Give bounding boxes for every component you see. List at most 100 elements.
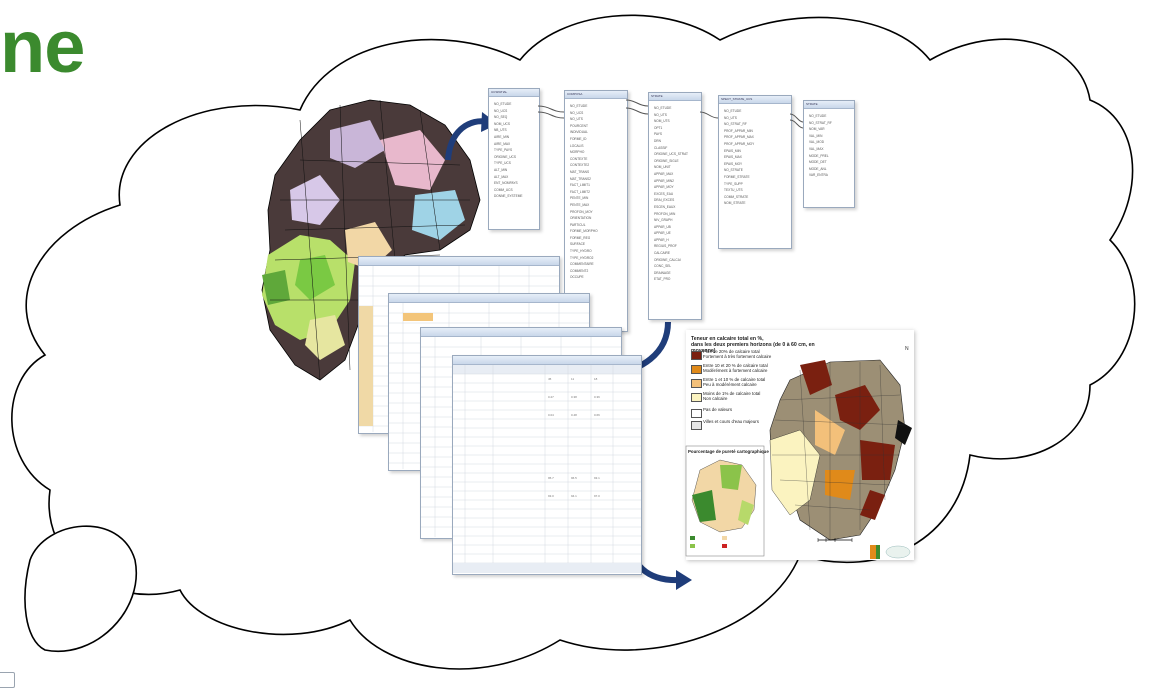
legend-label: Plus de 20% de calcaire total — [703, 349, 760, 354]
db-field: ENT_NOMPAYS — [494, 181, 518, 186]
db-field: NO_STRATE — [724, 168, 743, 173]
db-field: MORPHO — [570, 150, 585, 155]
legend-sublabel: Peu à modérément calcaire — [703, 381, 757, 387]
db-field: PARTICUL — [570, 222, 586, 227]
db-field: APPAR_UB — [654, 224, 671, 229]
db-field: ORIENTATION — [570, 216, 592, 221]
svg-text:93.1: 93.1 — [594, 476, 600, 480]
db-field: ORIGINE_SIGLE — [654, 158, 679, 163]
db-field: APPAR_H — [654, 237, 669, 242]
legend-sublabel: Non calcaire — [703, 395, 728, 401]
legend-title-line2: dans les deux premiers horizons (de 0 à … — [691, 342, 815, 354]
svg-text:94.1: 94.1 — [571, 494, 577, 498]
db-field: VAR_ENTRA — [809, 173, 828, 178]
db-field: DRAI_EXCES — [654, 198, 675, 203]
map-legend: Teneur en calcaire total en %, dans les … — [691, 336, 831, 430]
db-field: PROF_APPAR_MOY — [724, 141, 755, 146]
legend-swatch — [691, 421, 702, 430]
legend-sublabel: Modérément à fortement calcaire — [703, 367, 768, 373]
legend-swatch — [691, 351, 702, 360]
svg-text:93.0: 93.0 — [548, 494, 554, 498]
db-field: APPAR_UE — [654, 231, 671, 236]
db-field: EXCES_EAU — [654, 191, 674, 196]
svg-text:11: 11 — [571, 377, 574, 381]
db-table-name: STRATE — [649, 93, 701, 101]
db-table-name: UCSPATIAL — [489, 89, 539, 97]
db-field: NOM_STRATE — [724, 201, 746, 206]
svg-text:45: 45 — [548, 377, 552, 381]
db-field: NO_ETUDE — [654, 106, 672, 110]
svg-text:97.0: 97.0 — [594, 494, 600, 498]
db-field: APPAR_MOY — [654, 185, 674, 190]
db-field: NO_UTS — [570, 117, 583, 122]
db-field: FACT_LIMIT1 — [570, 183, 590, 188]
db-field: TYPE_PAYS — [494, 148, 513, 153]
db-field: POURCENT — [570, 123, 588, 128]
svg-text:0.48: 0.48 — [571, 413, 577, 417]
svg-text:0.04: 0.04 — [548, 413, 554, 417]
db-field: COMMENTAIRE — [570, 262, 594, 267]
db-field: NIV_GRAPH — [654, 218, 673, 223]
corner-icon — [0, 672, 15, 688]
db-field: ORIGINE_UCS — [494, 154, 516, 159]
db-field: COMM_UCS — [494, 187, 513, 192]
legend-swatch — [691, 365, 702, 374]
db-field: CALCAIRE — [654, 251, 670, 256]
svg-text:0.36: 0.36 — [594, 395, 600, 399]
db-field: TYPE_HYDRO2 — [570, 255, 594, 260]
svg-text:0.27: 0.27 — [548, 395, 554, 399]
legend-item: Pas de valeurs — [691, 407, 831, 420]
db-field: MAT_TRANS2 — [570, 176, 591, 181]
thought-bubble-small — [24, 525, 138, 653]
db-field: NB_UTS — [494, 128, 507, 133]
db-field: TYPE_SUPP — [724, 181, 743, 186]
db-field: ORIGINE_CALCAI — [654, 257, 681, 262]
db-field: EPAIS_MIN — [724, 148, 741, 153]
db-field: ALT_MAX — [494, 174, 509, 179]
legend-title-line1: Teneur en calcaire total en %, — [691, 336, 764, 342]
db-field: MODE_ANL — [809, 166, 827, 171]
db-field: OCCUPE — [570, 275, 584, 280]
db-field: DRAINAGE — [654, 270, 671, 275]
legend-sublabel: Fortement à très fortement calcaire — [703, 353, 772, 359]
db-field: NO_UTS — [724, 115, 737, 120]
svg-text:18: 18 — [594, 377, 598, 381]
db-field: PROFON_MOY — [570, 209, 593, 214]
db-field: NO_ETUDE — [570, 104, 588, 108]
svg-text:95.7: 95.7 — [548, 476, 554, 480]
db-field: FORME_REG — [570, 235, 591, 240]
db-field: REGIUS_PROF — [654, 244, 677, 249]
db-field: PROFON_MIN — [654, 211, 676, 216]
legend-label: Entre 1 et 10 % de calcaire total — [703, 377, 766, 382]
db-field: NO_UCS — [570, 110, 584, 115]
db-field: INDIVIDUAL — [570, 130, 588, 135]
db-field: NO_SEQ — [494, 115, 508, 120]
db-field: LOCALIS — [570, 143, 584, 148]
db-field: PROF_APPAR_MIN — [724, 128, 753, 133]
db-field: NOM_UTS — [654, 119, 670, 124]
db-field: APPAR_MAX — [654, 171, 674, 176]
db-field: COMM_STRATE — [724, 194, 749, 199]
legend-label: Entre 10 et 20 % de calcaire total — [703, 363, 768, 368]
svg-text:96.5: 96.5 — [571, 476, 577, 480]
svg-text:0.38: 0.38 — [571, 395, 577, 399]
db-field: PENTE_MIN — [570, 196, 589, 201]
db-field: DRN — [654, 138, 661, 143]
db-field: MAT_TRANS — [570, 169, 590, 174]
db-field: NOM_UNIT — [654, 165, 671, 170]
db-field: PAYS — [654, 132, 663, 137]
db-field: AIRE_MAX — [494, 141, 511, 146]
spreadsheet-window-4: 45 11 18 0.27 0.38 0.36 0.04 0.48 0.66 95.7 96.… — [452, 355, 642, 575]
db-field: TEXTU_UTS — [724, 188, 743, 193]
db-field: CONTEXTE — [570, 156, 588, 161]
db-field: TYPE_HYDRO — [570, 249, 592, 254]
db-table-name: SPECT_STRATE_UCS — [719, 96, 791, 104]
db-field: DONNE_SYSTEME — [494, 194, 523, 199]
db-field: NO_STRAT_RF — [724, 122, 747, 127]
svg-text:0.66: 0.66 — [594, 413, 600, 417]
db-field: FACT_LIMIT2 — [570, 189, 590, 194]
